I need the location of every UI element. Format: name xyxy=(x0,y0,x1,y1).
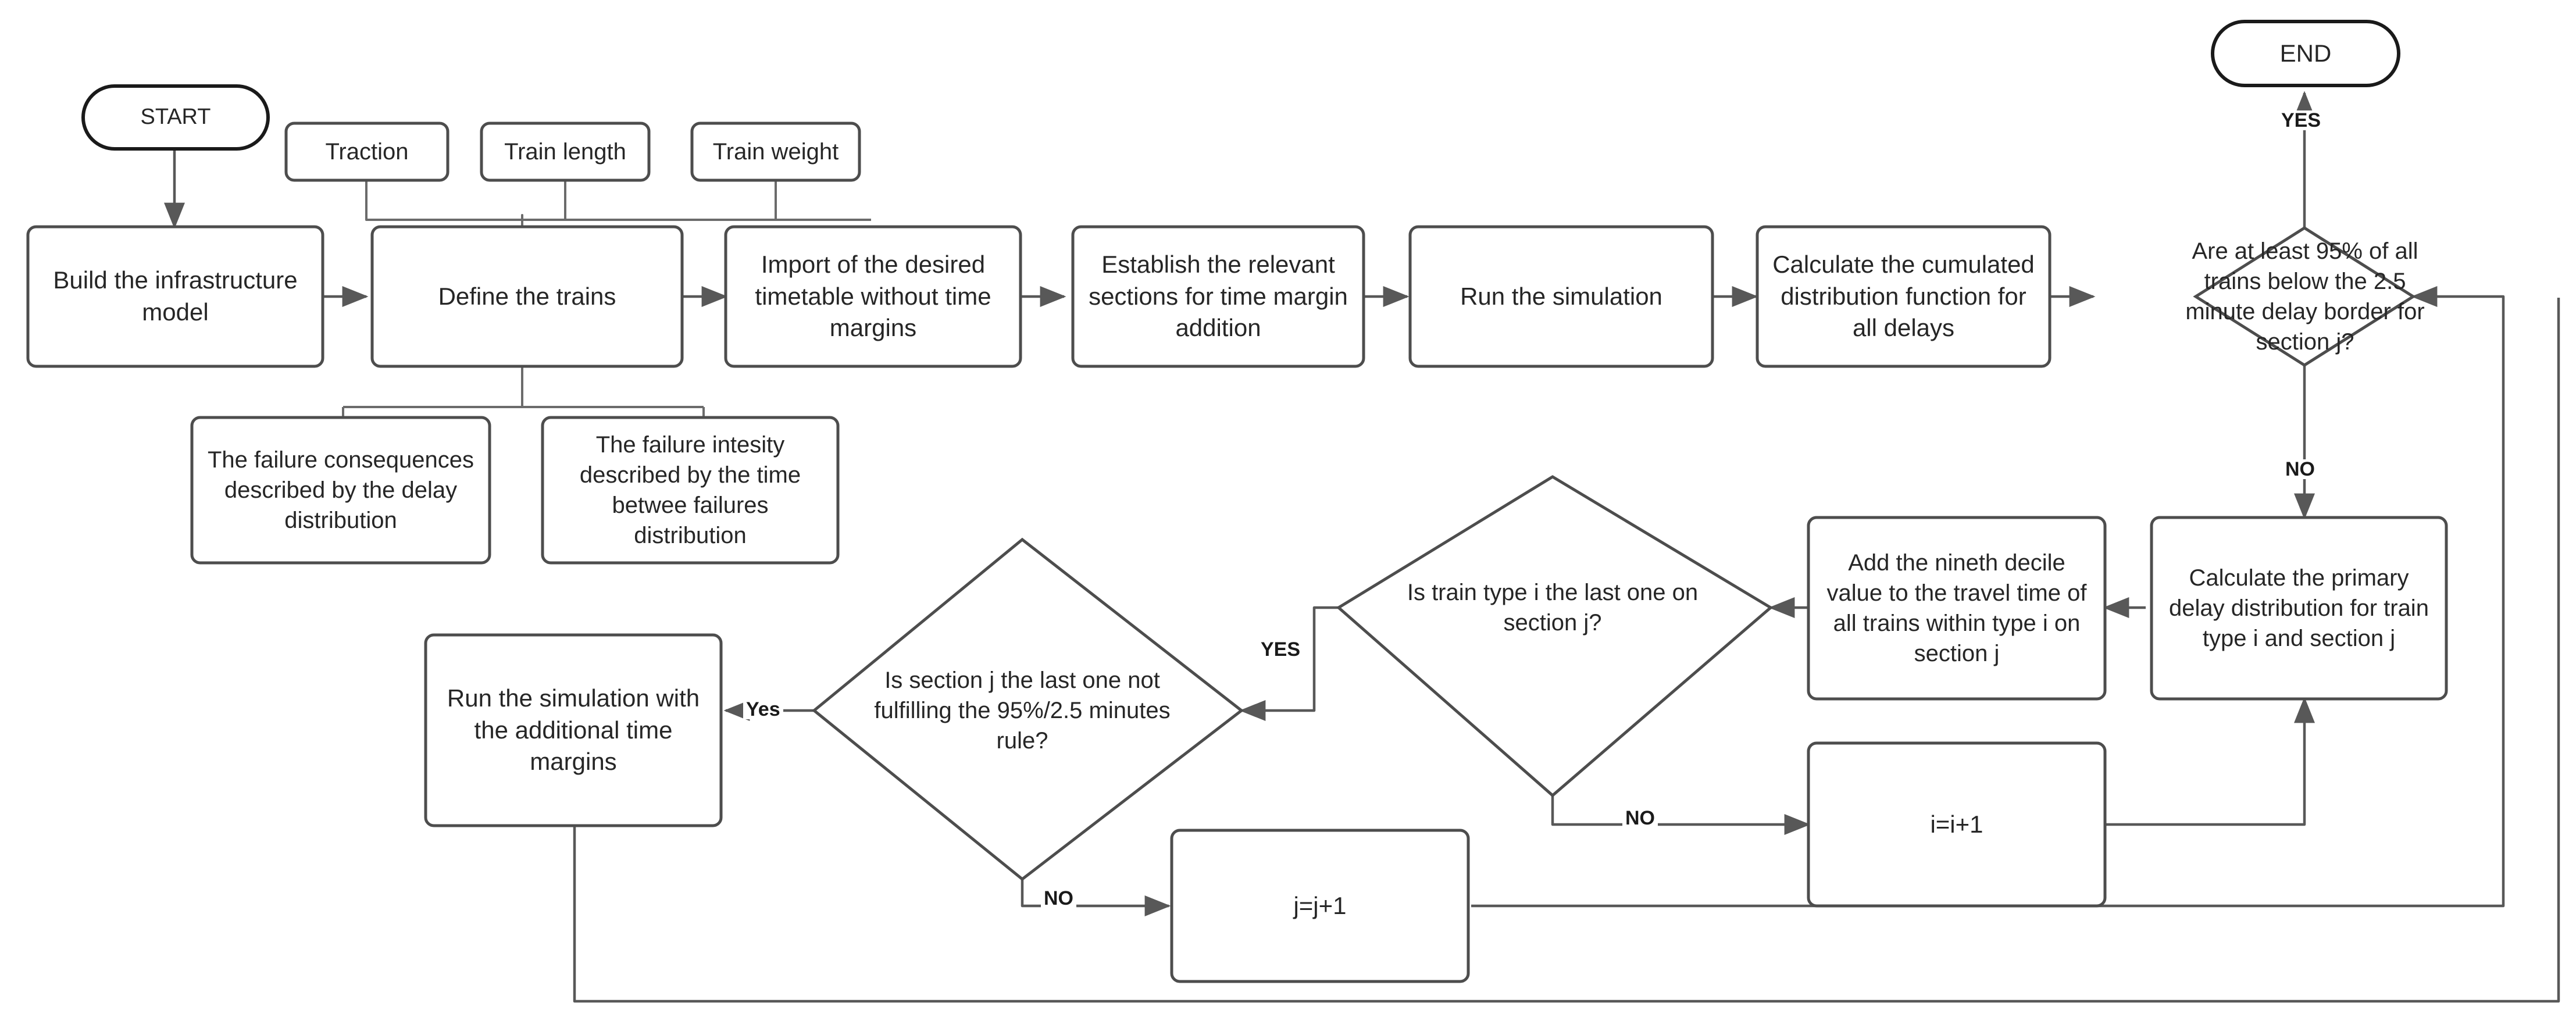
node-add-nineth-decile[interactable] xyxy=(1807,516,2107,701)
node-calculate-cdf[interactable] xyxy=(1756,225,2051,368)
node-define-trains[interactable] xyxy=(370,225,684,368)
node-increment-j[interactable] xyxy=(1170,829,1470,983)
node-traction[interactable] xyxy=(284,122,449,182)
edge-incr-i-back xyxy=(2105,697,2315,826)
node-build-infrastructure[interactable] xyxy=(26,225,324,368)
node-failure-consequences[interactable] xyxy=(190,416,491,565)
node-establish-sections[interactable] xyxy=(1071,225,1365,368)
edge-label-yes-last-section: YES xyxy=(1258,640,1304,659)
edge-label-yes-end: YES xyxy=(2278,110,2324,130)
node-decision-last-section[interactable] xyxy=(812,537,1244,881)
node-increment-i[interactable] xyxy=(1807,741,2107,908)
node-calculate-primary-delay[interactable] xyxy=(2150,516,2448,701)
edge-lasttype-yes xyxy=(1239,606,1355,721)
edge-label-no-primary: NO xyxy=(2282,459,2318,479)
edge-trainweight-bus xyxy=(522,180,777,221)
node-train-length[interactable] xyxy=(480,122,651,182)
edge-traction-bus xyxy=(365,180,871,221)
edge-label-no-increment-j: NO xyxy=(1041,888,1076,908)
node-start[interactable] xyxy=(81,84,270,151)
edge-label-yes-run-margins: Yes xyxy=(743,699,783,719)
edge-label-no-increment-i: NO xyxy=(1622,808,1658,828)
node-failure-intensity[interactable] xyxy=(541,416,840,565)
node-train-weight[interactable] xyxy=(690,122,861,182)
edge-runmargins-back xyxy=(573,298,2560,1003)
node-decision-last-train-type[interactable] xyxy=(1336,475,1774,798)
node-import-timetable[interactable] xyxy=(724,225,1022,368)
node-decision-95-border[interactable] xyxy=(2193,226,2416,367)
node-end[interactable] xyxy=(2211,20,2400,87)
node-run-simulation-margins[interactable] xyxy=(424,633,723,827)
edge-lasttype-no-incr-i xyxy=(1551,794,1811,835)
node-run-simulation[interactable] xyxy=(1408,225,1714,368)
